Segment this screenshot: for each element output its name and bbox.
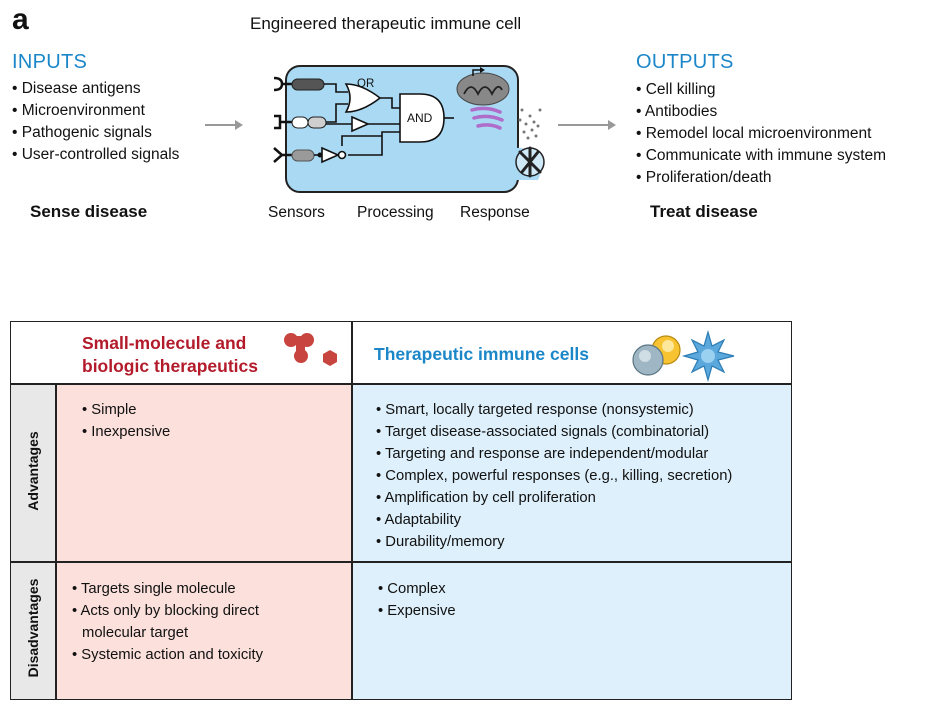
output-item: Remodel local microenvironment xyxy=(636,123,886,145)
target-cell-icon xyxy=(515,146,545,178)
disadvantage-item: Acts only by blocking direct xyxy=(72,600,263,622)
output-item: Antibodies xyxy=(636,101,886,123)
disadvantage-item-continued: molecular target xyxy=(82,625,189,641)
output-arrow xyxy=(558,120,616,130)
advantage-item: Simple xyxy=(82,399,170,421)
or-gate xyxy=(344,83,382,113)
outputs-heading: OUTPUTS xyxy=(636,51,734,73)
cell-advantages-immune-cells: Smart, locally targeted response (nonsys… xyxy=(352,384,791,562)
receptor-icons xyxy=(273,76,292,163)
advantage-item: Target disease-associated signals (combi… xyxy=(376,421,732,443)
immune-cells-icon xyxy=(632,329,735,382)
outputs-list: Cell killing Antibodies Remodel local mi… xyxy=(636,79,886,189)
small-molecule-heading-line2: biologic therapeutics xyxy=(82,356,258,376)
advantage-item: Inexpensive xyxy=(82,421,170,443)
input-item: Pathogenic signals xyxy=(12,122,179,144)
treat-disease-caption: Treat disease xyxy=(650,202,758,221)
golgi-icon xyxy=(470,106,504,130)
advantage-item: Adaptability xyxy=(376,509,732,531)
and-gate-label: AND xyxy=(407,111,433,125)
output-item: Cell killing xyxy=(636,79,886,101)
panel-a-label: a xyxy=(12,3,29,36)
inputs-heading: INPUTS xyxy=(12,51,88,73)
disadvantage-item: Targets single molecule xyxy=(72,578,263,600)
input-item: User-controlled signals xyxy=(12,144,180,166)
header-immune-cells: Therapeutic immune cells xyxy=(352,322,791,384)
secretion-dots xyxy=(518,108,542,140)
stage-sensors: Sensors xyxy=(268,204,325,221)
advantage-item: Complex, powerful responses (e.g., killi… xyxy=(376,465,732,487)
molecule-icon xyxy=(284,333,337,366)
disadvantage-item: Complex xyxy=(378,578,456,600)
cell-disadvantages-immune-cells: Complex Expensive xyxy=(352,562,791,699)
row-label-advantages: Advantages xyxy=(11,384,56,562)
engineered-cell-diagram xyxy=(273,65,545,193)
advantage-item: Amplification by cell proliferation xyxy=(376,487,732,509)
row-label-disadvantages: Disadvantages xyxy=(11,562,56,699)
disadvantage-item: Expensive xyxy=(378,600,455,622)
input-item: Microenvironment xyxy=(12,100,179,122)
nucleus-icon xyxy=(456,72,510,106)
output-item: Proliferation/death xyxy=(636,167,886,189)
disadvantage-item: Systemic action and toxicity xyxy=(72,644,263,666)
cell-title: Engineered therapeutic immune cell xyxy=(250,14,522,33)
advantage-item: Targeting and response are independent/m… xyxy=(376,443,732,465)
header-small-molecule: Small-molecule and biologic therapeutics xyxy=(56,322,352,384)
and-gate xyxy=(399,93,445,143)
output-item: Communicate with immune system xyxy=(636,145,886,167)
sense-disease-caption: Sense disease xyxy=(30,202,148,221)
stage-processing: Processing xyxy=(357,204,434,221)
cell-advantages-small-molecule: Simple Inexpensive xyxy=(56,384,352,562)
inputs-list: Disease antigens Microenvironment Pathog… xyxy=(12,78,180,166)
or-gate-label: OR xyxy=(357,78,375,90)
advantage-item: Smart, locally targeted response (nonsys… xyxy=(376,399,732,421)
advantage-item: Durability/memory xyxy=(376,531,732,553)
input-arrow xyxy=(205,120,243,130)
input-item: Disease antigens xyxy=(12,78,179,100)
cell-disadvantages-small-molecule: Targets single molecule Acts only by blo… xyxy=(56,562,352,699)
small-molecule-heading-line1: Small-molecule and xyxy=(82,333,247,353)
stage-response: Response xyxy=(460,204,530,221)
comparison-table: Small-molecule and biologic therapeutics… xyxy=(10,321,792,700)
immune-cells-heading: Therapeutic immune cells xyxy=(374,344,589,364)
